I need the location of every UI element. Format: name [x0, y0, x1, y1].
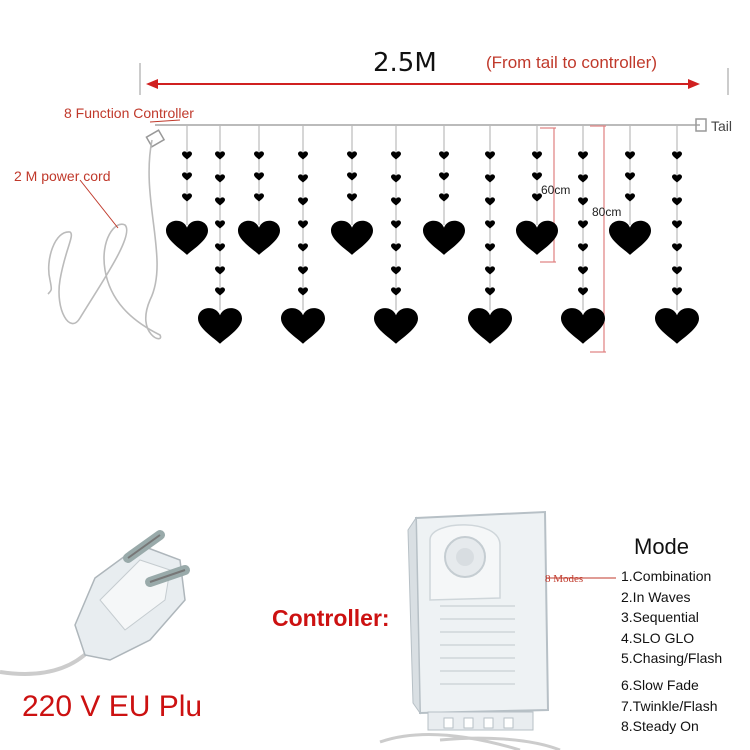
heart-light — [672, 266, 682, 275]
heart-light — [215, 174, 225, 183]
heart-light — [254, 193, 264, 202]
heart-light — [391, 220, 401, 229]
tail-label: Tail — [711, 118, 733, 134]
heart-light — [485, 266, 495, 275]
heart-light — [238, 220, 280, 255]
heart-light — [532, 193, 542, 202]
heart-light — [578, 243, 588, 252]
heart-light — [215, 287, 225, 296]
heart-light — [485, 220, 495, 229]
heart-light — [215, 151, 225, 160]
heart-light — [578, 197, 588, 206]
heart-light — [215, 266, 225, 275]
heart-light — [578, 151, 588, 160]
mode-list: 1.Combination 2.In Waves 3.Sequential 4.… — [621, 568, 722, 739]
heart-light — [485, 197, 495, 206]
heart-light — [298, 243, 308, 252]
heart-light — [468, 308, 512, 344]
heart-light — [516, 220, 558, 255]
heart-light — [485, 151, 495, 160]
heart-light — [672, 220, 682, 229]
eu-plug-icon — [0, 530, 190, 676]
heart-light — [578, 287, 588, 296]
controller-label: 8 Function Controller — [64, 105, 194, 121]
heart-light — [672, 287, 682, 296]
heart-light — [391, 174, 401, 183]
heart-light — [347, 172, 357, 181]
length-note: (From tail to controller) — [486, 53, 657, 72]
heart-light — [347, 151, 357, 160]
power-cord-label: 2 M power cord — [14, 168, 111, 184]
controller-box-image — [379, 510, 561, 750]
heart-light — [672, 243, 682, 252]
heart-light — [609, 220, 651, 255]
controller-title: Controller: — [272, 605, 390, 631]
heart-light — [485, 243, 495, 252]
heart-light — [578, 220, 588, 229]
modes-side-label: 8 Modes — [545, 573, 584, 585]
heart-light — [391, 197, 401, 206]
heart-light — [254, 172, 264, 181]
heart-light — [439, 172, 449, 181]
mode-title: Mode — [634, 534, 690, 559]
length-label: 2.5M — [373, 48, 437, 78]
drop-short-label: 60cm — [541, 183, 571, 197]
heart-light — [298, 287, 308, 296]
heart-light — [391, 243, 401, 252]
heart-light — [578, 266, 588, 275]
heart-light — [439, 193, 449, 202]
heart-light — [298, 174, 308, 183]
heart-light — [391, 151, 401, 160]
heart-light — [532, 172, 542, 181]
heart-light — [625, 172, 635, 181]
mode-item: 7.Twinkle/Flash — [621, 697, 718, 714]
heart-light — [215, 220, 225, 229]
heart-light — [374, 308, 418, 344]
plug-label: 220 V EU Plu — [22, 690, 203, 723]
heart-light — [532, 151, 542, 160]
mode-item: 2.In Waves — [621, 588, 691, 605]
heart-light — [423, 220, 465, 255]
heart-light — [182, 193, 192, 202]
heart-light — [625, 151, 635, 160]
heart-light — [281, 308, 325, 344]
mode-item: 6.Slow Fade — [621, 676, 699, 693]
heart-light — [347, 193, 357, 202]
heart-light — [166, 220, 208, 255]
heart-light — [391, 287, 401, 296]
heart-light — [439, 151, 449, 160]
length-arrow — [146, 79, 700, 89]
heart-light — [672, 197, 682, 206]
heart-light — [485, 287, 495, 296]
heart-light — [298, 197, 308, 206]
heart-light — [215, 243, 225, 252]
heart-light — [578, 174, 588, 183]
heart-light — [298, 151, 308, 160]
heart-light — [298, 266, 308, 275]
mode-item: 3.Sequential — [621, 609, 699, 626]
heart-light — [182, 172, 192, 181]
heart-light — [198, 308, 242, 344]
heart-light — [215, 197, 225, 206]
controller-box-small-icon — [145, 129, 166, 148]
heart-light — [298, 220, 308, 229]
heart-light — [625, 193, 635, 202]
heart-light — [672, 151, 682, 160]
mode-item: 5.Chasing/Flash — [621, 650, 723, 667]
drop-long-label: 80cm — [592, 205, 622, 219]
tail-cap-icon — [695, 118, 707, 132]
mode-item: 1.Combination — [621, 568, 712, 584]
power-cord — [47, 139, 162, 340]
heart-light — [391, 266, 401, 275]
heart-light — [254, 151, 264, 160]
mode-item: 8.Steady On — [621, 718, 699, 735]
heart-light — [672, 174, 682, 183]
heart-light — [182, 151, 192, 160]
heart-light — [485, 174, 495, 183]
heart-light — [561, 308, 605, 344]
heart-light — [331, 220, 373, 255]
heart-light — [655, 308, 699, 344]
mode-item: 4.SLO GLO — [621, 629, 695, 646]
